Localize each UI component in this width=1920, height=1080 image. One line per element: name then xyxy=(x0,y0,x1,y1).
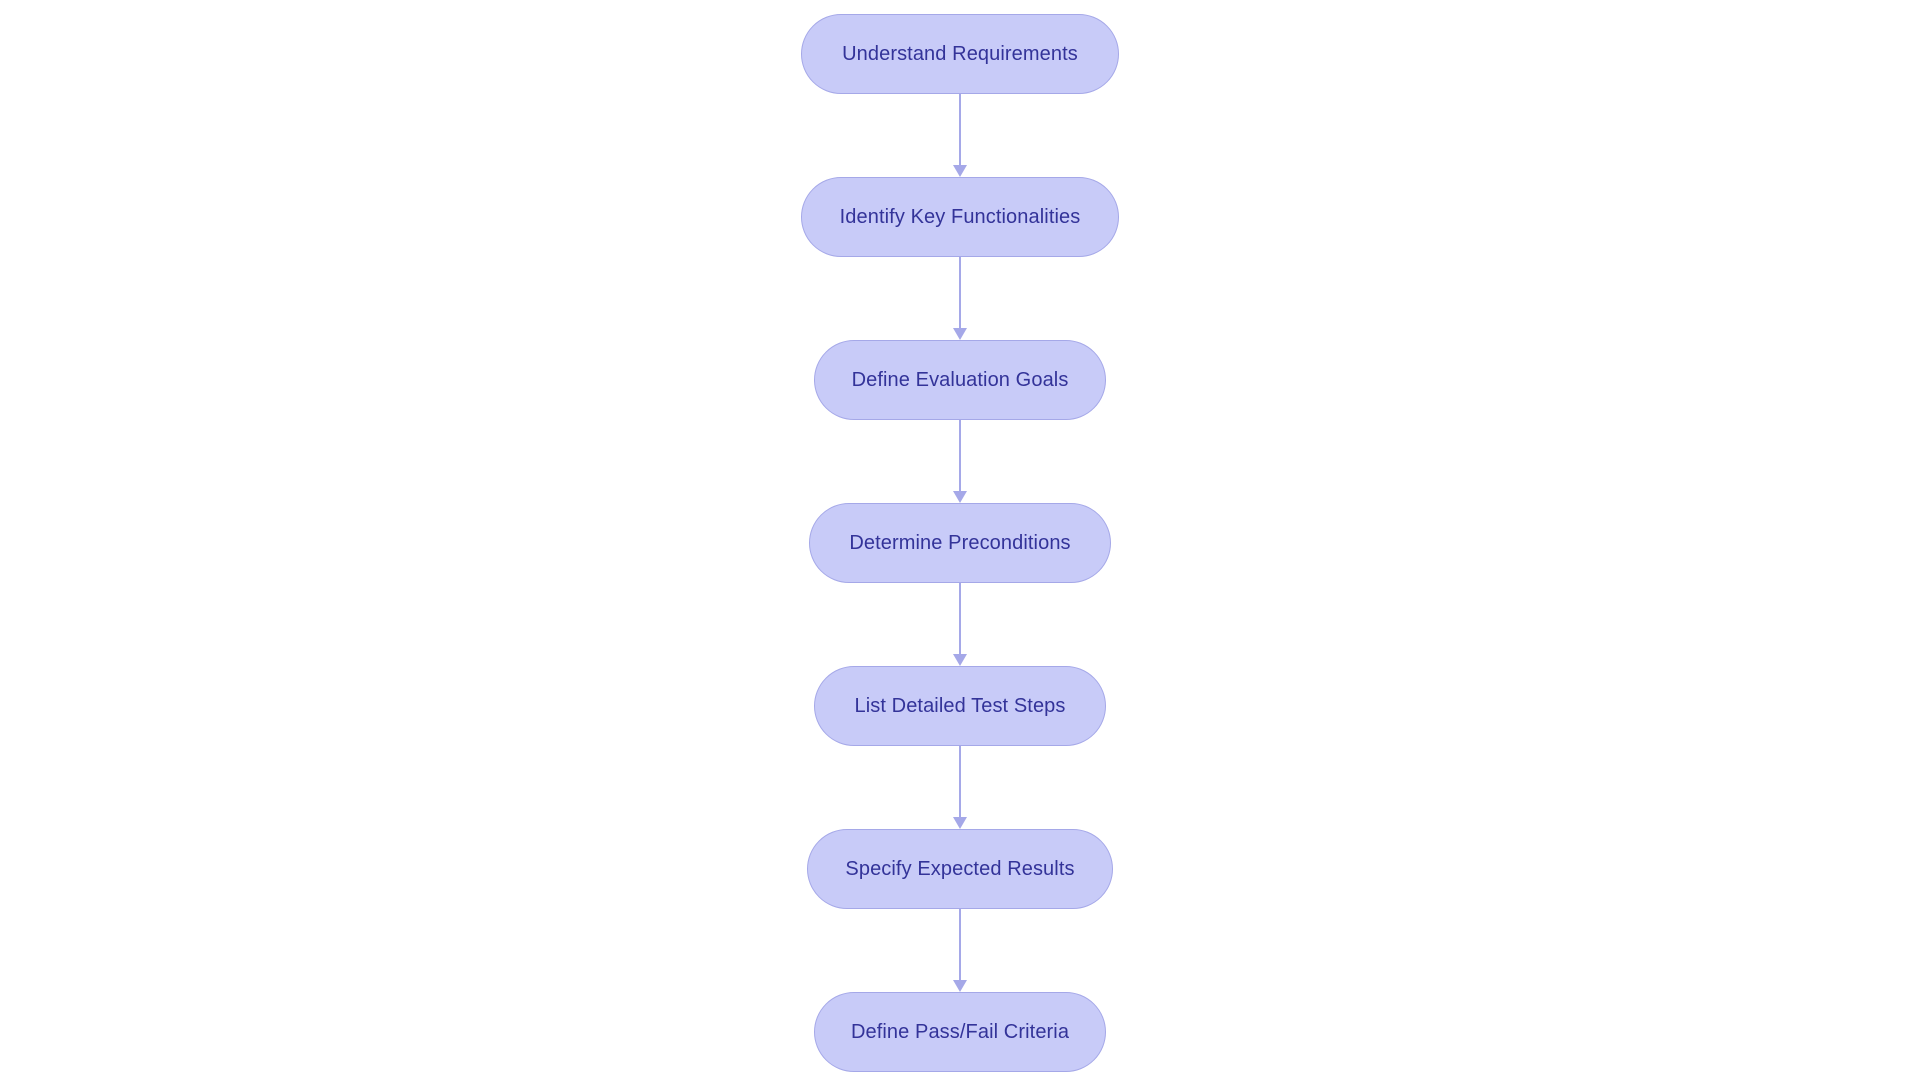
flow-node-label: Define Evaluation Goals xyxy=(851,369,1069,391)
flow-edge-line xyxy=(959,420,961,491)
arrow-down-icon xyxy=(953,654,967,666)
flow-node-list-detailed-test-steps[interactable]: List Detailed Test Steps xyxy=(814,666,1106,746)
flow-edge-line xyxy=(959,94,961,165)
flow-node-label: Identify Key Functionalities xyxy=(839,206,1081,228)
arrow-down-icon xyxy=(953,817,967,829)
arrow-down-icon xyxy=(953,491,967,503)
flow-edge-line xyxy=(959,583,961,654)
flow-node-label: Define Pass/Fail Criteria xyxy=(850,1021,1070,1043)
flow-edge-2 xyxy=(948,257,972,340)
flow-node-define-pass-fail-criteria[interactable]: Define Pass/Fail Criteria xyxy=(814,992,1106,1072)
flow-edge-line xyxy=(959,909,961,980)
flow-edge-line xyxy=(959,746,961,817)
arrow-down-icon xyxy=(953,980,967,992)
flow-edge-3 xyxy=(948,420,972,503)
flow-node-identify-key-functionalities[interactable]: Identify Key Functionalities xyxy=(801,177,1119,257)
flow-edge-6 xyxy=(948,909,972,992)
flow-node-label: List Detailed Test Steps xyxy=(854,695,1066,717)
flow-node-label: Specify Expected Results xyxy=(845,858,1075,880)
flow-edge-5 xyxy=(948,746,972,829)
flow-node-specify-expected-results[interactable]: Specify Expected Results xyxy=(807,829,1113,909)
flow-node-understand-requirements[interactable]: Understand Requirements xyxy=(801,14,1119,94)
flow-edge-line xyxy=(959,257,961,328)
arrow-down-icon xyxy=(953,165,967,177)
arrow-down-icon xyxy=(953,328,967,340)
flow-edge-4 xyxy=(948,583,972,666)
flow-node-define-evaluation-goals[interactable]: Define Evaluation Goals xyxy=(814,340,1106,420)
flow-node-label: Understand Requirements xyxy=(842,43,1078,65)
flow-edge-1 xyxy=(948,94,972,177)
flow-node-label: Determine Preconditions xyxy=(849,532,1071,554)
flow-node-determine-preconditions[interactable]: Determine Preconditions xyxy=(809,503,1111,583)
